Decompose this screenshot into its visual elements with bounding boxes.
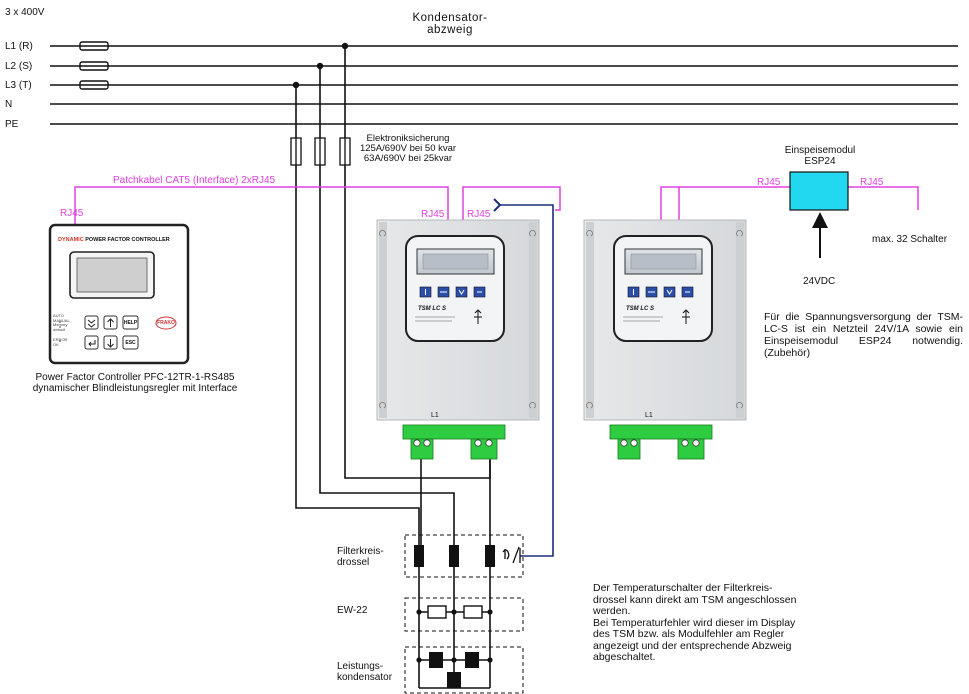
tsm2-terminal-label: L1 bbox=[645, 412, 653, 419]
temperature-note-line-1: Der Temperaturschalter der Filterkreis- bbox=[593, 582, 773, 594]
rj45-tsm1-b: RJ45 bbox=[467, 209, 491, 220]
junction-dots bbox=[292, 42, 493, 663]
tsm1-model: TSM LC S bbox=[418, 306, 446, 312]
fuse-label-line-2: 125A/690V bei 50 kvar bbox=[359, 143, 457, 154]
controller-title: DYNAMIC POWER FACTOR CONTROLLER bbox=[58, 237, 170, 243]
controller-caption: Power Factor Controller PFC-12TR-1-RS485… bbox=[10, 372, 260, 394]
tsm2-model: TSM LC S bbox=[626, 306, 654, 312]
feed-module-title: Einspeisemodul bbox=[784, 145, 856, 156]
phase-label-n: N bbox=[5, 99, 13, 110]
controller-left-labels-1: AUTO MANUAL Memory default bbox=[53, 313, 70, 332]
tsm-module-1 bbox=[376, 219, 540, 460]
controller-label-memory: Memory bbox=[53, 322, 68, 327]
reactor-label: Filterkreis- drossel bbox=[337, 546, 384, 568]
reactor-label-line-1: Filterkreis- bbox=[337, 546, 384, 557]
rj45-esp-in: RJ45 bbox=[757, 177, 781, 188]
controller-label-auto: AUTO bbox=[53, 313, 65, 318]
capacitor-label-line-2: kondensator bbox=[337, 672, 393, 683]
controller-left-labels-2: ERROR OK bbox=[53, 337, 68, 347]
temperature-note-line-7: abgeschaltet. bbox=[593, 651, 656, 663]
phase-label-l1: L1 (R) bbox=[5, 41, 33, 52]
feed-module-name: ESP24 bbox=[804, 156, 836, 167]
main-fuses bbox=[79, 41, 109, 90]
patch-cable-label: Patchkabel CAT5 (Interface) 2xRJ45 bbox=[113, 175, 276, 186]
max-switches-label: max. 32 Schalter bbox=[872, 234, 948, 245]
feed-module-label: Einspeisemodul ESP24 bbox=[770, 145, 870, 167]
fuse-label: Elektroniksicherung 125A/690V bei 50 kva… bbox=[352, 134, 464, 164]
rj45-controller: RJ45 bbox=[60, 208, 84, 219]
controller-help-key: HELP bbox=[123, 320, 138, 326]
discharge-resistors bbox=[427, 605, 483, 619]
temperature-note-line-6: angezeigt und der entsprechende Abzweig bbox=[593, 639, 792, 652]
reactor-coils bbox=[414, 545, 495, 567]
rj45-esp-out: RJ45 bbox=[860, 177, 884, 188]
controller-brand: DYNAMIC bbox=[58, 237, 84, 243]
capacitor-blocks bbox=[429, 652, 479, 688]
controller-esc-key: ESC bbox=[125, 340, 136, 346]
fuse-label-line-3: 63A/690V bei 25kvar bbox=[363, 153, 453, 164]
temperature-note-line-5: des TSM bzw. als Modulfehler am Regler bbox=[593, 628, 785, 640]
feed-module-box bbox=[789, 171, 849, 211]
branch-title: Kondensator- abzweig bbox=[395, 12, 505, 36]
branch-title-line-1: Kondensator- bbox=[412, 12, 488, 24]
temperature-loop bbox=[493, 198, 554, 557]
temperature-note-line-4: Bei Temperaturfehler wird dieser im Disp… bbox=[593, 616, 796, 629]
capacitor-label: Leistungs- kondensator bbox=[337, 661, 392, 683]
reactor-label-line-2: drossel bbox=[337, 557, 370, 568]
supply-arrow bbox=[812, 212, 828, 228]
temperature-note: Der Temperaturschalter der Filterkreis- … bbox=[593, 582, 853, 664]
controller-caption-line-1: Power Factor Controller PFC-12TR-1-RS485 bbox=[35, 372, 235, 383]
controller-label-default: default bbox=[53, 326, 66, 332]
tsm-module-2 bbox=[583, 219, 747, 460]
discharge-label: EW-22 bbox=[337, 605, 368, 616]
temperature-note-line-3: werden. bbox=[593, 605, 631, 617]
phase-label-pe: PE bbox=[5, 119, 19, 130]
patch-cables bbox=[74, 186, 919, 225]
controller-caption-line-2: dynamischer Blindleistungsregler mit Int… bbox=[32, 383, 238, 394]
supply-voltage-label: 3 x 400V bbox=[5, 7, 45, 18]
temperature-note-line-2: drossel kann direkt am TSM angeschlossen bbox=[593, 593, 797, 606]
rj45-tsm1-a: RJ45 bbox=[421, 209, 445, 220]
dashed-frames bbox=[404, 534, 524, 694]
fuse-label-line-1: Elektroniksicherung bbox=[366, 133, 450, 144]
controller-label-error: ERROR bbox=[53, 337, 68, 342]
phase-label-l2: L2 (S) bbox=[5, 61, 33, 72]
temp-switch-symbol bbox=[502, 546, 521, 564]
busbars bbox=[50, 45, 958, 125]
controller-device bbox=[48, 223, 190, 365]
power-supply-note: Für die Spannungsversorgung der TSM-LC-S… bbox=[764, 311, 963, 359]
controller-label-manual: MANUAL bbox=[53, 317, 70, 323]
controller-title-text: POWER FACTOR CONTROLLER bbox=[85, 237, 170, 243]
electronic-fuses bbox=[290, 137, 351, 166]
phase-label-l3: L3 (T) bbox=[5, 80, 32, 91]
feed-supply-label: 24VDC bbox=[803, 276, 836, 287]
capacitor-label-line-1: Leistungs- bbox=[337, 661, 384, 672]
tsm1-terminal-label: L1 bbox=[431, 412, 439, 419]
controller-label-ok: OK bbox=[53, 341, 59, 347]
controller-logo: FRAKO bbox=[157, 320, 175, 326]
branch-title-line-2: abzweig bbox=[427, 24, 473, 36]
